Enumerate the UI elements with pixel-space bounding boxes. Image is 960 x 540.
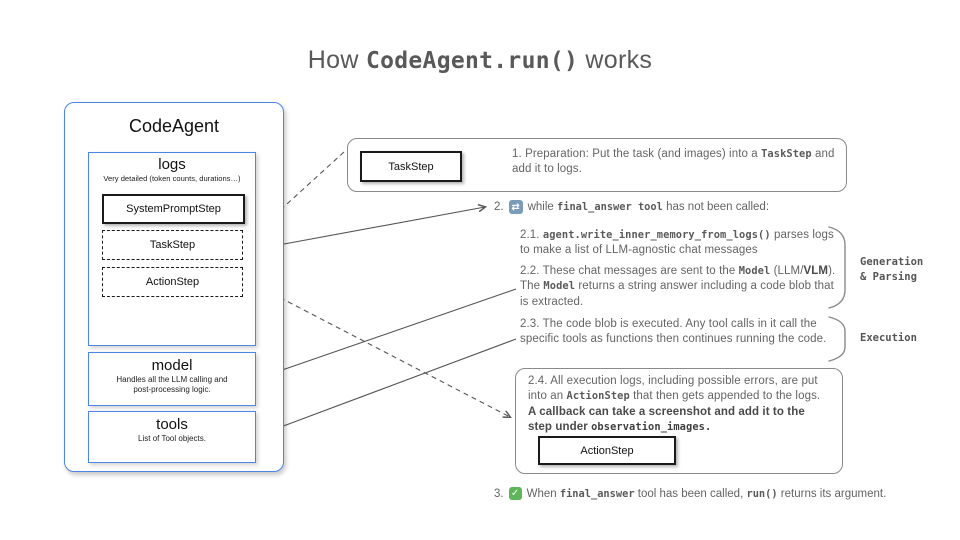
step23-text: 2.3. The code blob is executed. Any tool…: [520, 318, 827, 346]
step3-number: 3.: [494, 487, 504, 500]
step3-text: When final_answer tool has been called, …: [526, 487, 887, 500]
logs-title: logs: [158, 156, 186, 173]
step1-text: 1. Preparation: Put the task (and images…: [512, 148, 835, 176]
title-prefix: How: [307, 46, 366, 74]
step3-row: 3. ✓ When final_answer tool has been cal…: [494, 487, 886, 500]
logs-box: logs Very detailed (token counts, durati…: [88, 152, 256, 346]
model-title: model: [151, 357, 193, 374]
taskstep-box: TaskStep: [102, 230, 243, 260]
connector-step22-to-model: [259, 288, 517, 379]
model-box: model Handles all the LLM calling and po…: [88, 352, 256, 406]
page-title: How CodeAgent.run() works: [0, 46, 960, 75]
tools-box: tools List of Tool objects.: [88, 411, 256, 463]
model-subtitle: Handles all the LLM calling and post-pro…: [116, 375, 228, 394]
step1-taskstep-box: TaskStep: [360, 151, 462, 182]
tools-subtitle: List of Tool objects.: [138, 434, 206, 443]
title-suffix: works: [578, 46, 653, 74]
systempromptstep-box: SystemPromptStep: [102, 194, 245, 224]
step2-row: 2. ⇄ while final_answer tool has not bee…: [494, 200, 769, 214]
connector-actionstep-dashed: [246, 280, 512, 418]
step24-text: 2.4. All execution logs, including possi…: [528, 375, 821, 434]
loop-icon: ⇄: [508, 200, 523, 214]
step1-box: [347, 138, 847, 192]
codeagent-box: CodeAgent logs Very detailed (token coun…: [64, 102, 284, 472]
step2-text: while final_answer tool has not been cal…: [527, 201, 770, 213]
tools-title: tools: [156, 416, 188, 433]
title-code: CodeAgent.run(): [365, 48, 579, 74]
connector-step23-to-tools: [259, 338, 517, 436]
logs-subtitle: Very detailed (token counts, durations…): [103, 174, 241, 183]
step24-actionstep-box: ActionStep: [538, 436, 676, 465]
generation-parsing-label: Generation & Parsing: [860, 256, 924, 284]
step2-number: 2.: [494, 201, 504, 213]
codeagent-title: CodeAgent: [128, 116, 220, 136]
check-icon: ✓: [508, 487, 522, 500]
execution-label: Execution: [860, 332, 917, 344]
step22-text: 2.2. These chat messages are sent to the…: [520, 265, 836, 308]
actionstep-box: ActionStep: [102, 267, 243, 297]
connector-logs-to-step2: [256, 204, 488, 250]
step21-text: 2.1. agent.write_inner_memory_from_logs(…: [520, 229, 834, 257]
